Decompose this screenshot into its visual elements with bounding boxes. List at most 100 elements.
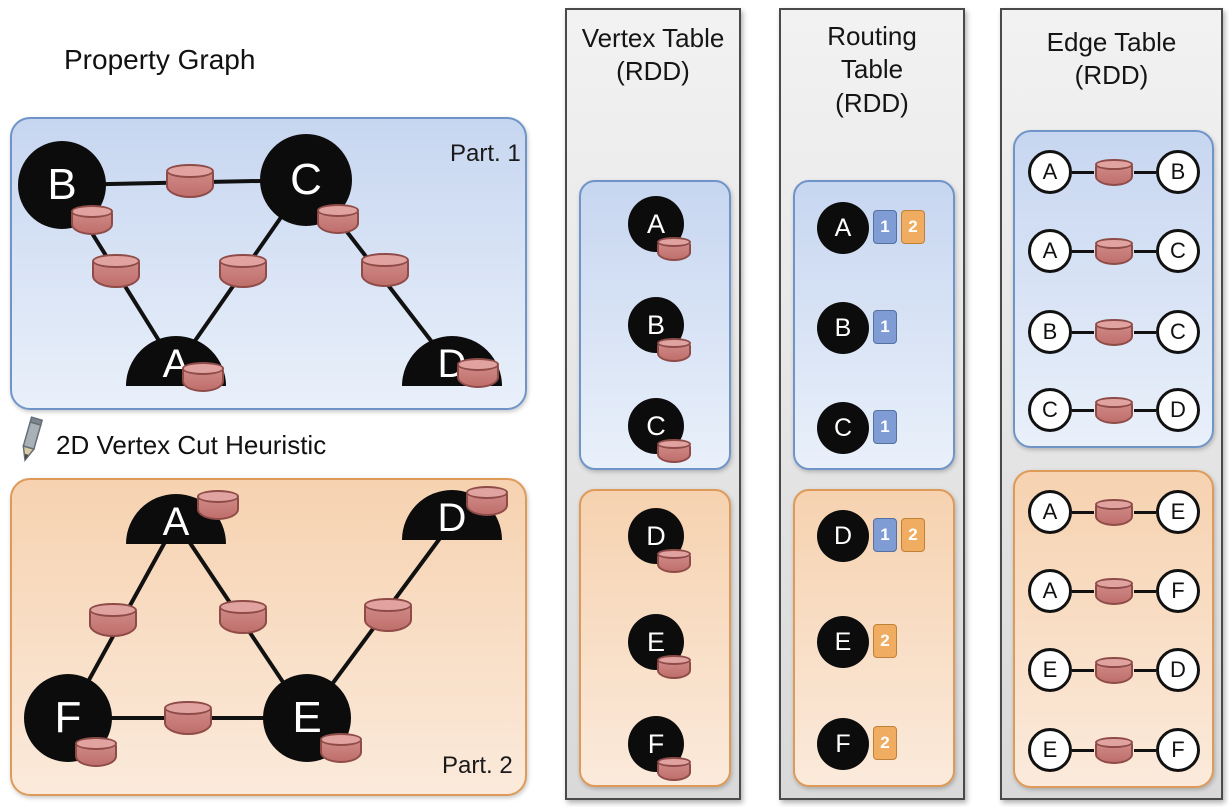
- routing-partition-badge: 1: [873, 310, 897, 344]
- edge-dst-vertex: C: [1156, 229, 1200, 273]
- vertex-table-column: Vertex Table (RDD) A B C D E F: [565, 8, 741, 800]
- routing-partition-badge: 1: [873, 410, 897, 444]
- edge-property-cylinder: [1095, 237, 1133, 265]
- vertex-table-title: Vertex Table (RDD): [581, 23, 725, 87]
- edge-line: [1134, 589, 1156, 593]
- pencil-icon: [22, 416, 44, 462]
- edge-line: [1072, 170, 1094, 174]
- edge-property-cylinder: [89, 603, 137, 638]
- partition-2-label: Part. 2: [442, 752, 513, 779]
- edge-row: A C: [1028, 229, 1200, 273]
- edge-table-column: Edge Table (RDD) A B A C B C C: [1000, 8, 1223, 800]
- edge-row: A E: [1028, 490, 1200, 534]
- edge-property-cylinder: [219, 254, 267, 289]
- edge-line: [1072, 330, 1094, 334]
- vertex-property-cylinder: [317, 204, 359, 234]
- edge-property-cylinder: [1095, 158, 1133, 186]
- vertex-property-cylinder: [182, 362, 224, 392]
- vertex-property-cylinder: [657, 549, 691, 573]
- edge-property-cylinder: [164, 701, 212, 736]
- graph-vertex-e: E: [263, 674, 351, 762]
- property-graph-title: Property Graph: [64, 44, 256, 75]
- edge-dst-vertex: C: [1156, 310, 1200, 354]
- routing-vertex: D: [817, 510, 869, 562]
- edge-dst-vertex: F: [1156, 728, 1200, 772]
- edge-line: [1072, 249, 1094, 253]
- edge-line: [1072, 748, 1094, 752]
- edge-line: [1134, 408, 1156, 412]
- edge-line: [1134, 668, 1156, 672]
- edge-property-cylinder: [1095, 318, 1133, 346]
- edge-row: E D: [1028, 648, 1200, 692]
- edge-line: [1072, 589, 1094, 593]
- routing-partition-badge: 2: [873, 726, 897, 760]
- routing-partition-badge: 2: [901, 518, 925, 552]
- routing-table-title: Routing Table (RDD): [827, 21, 917, 118]
- edge-property-cylinder: [1095, 656, 1133, 684]
- edge-property-cylinder: [1095, 736, 1133, 764]
- edge-src-vertex: A: [1028, 569, 1072, 613]
- cut-heuristic-label: 2D Vertex Cut Heuristic: [56, 430, 327, 460]
- edge-dst-vertex: F: [1156, 569, 1200, 613]
- routing-partition-badge: 2: [873, 624, 897, 658]
- vertex-property-cylinder: [657, 757, 691, 781]
- edge-line: [1134, 748, 1156, 752]
- edge-property-cylinder: [166, 164, 214, 199]
- edge-property-cylinder: [219, 600, 267, 635]
- edge-row: E F: [1028, 728, 1200, 772]
- vertex-property-cylinder: [657, 439, 691, 463]
- vertex-property-cylinder: [657, 338, 691, 362]
- edge-src-vertex: A: [1028, 490, 1072, 534]
- edge-src-vertex: E: [1028, 728, 1072, 772]
- edge-src-vertex: B: [1028, 310, 1072, 354]
- edge-row: C D: [1028, 388, 1200, 432]
- edge-src-vertex: A: [1028, 150, 1072, 194]
- edge-property-cylinder: [361, 253, 409, 288]
- edge-src-vertex: A: [1028, 229, 1072, 273]
- edge-property-cylinder: [1095, 577, 1133, 605]
- vertex-table-vertex: B: [628, 297, 684, 353]
- edge-property-cylinder: [92, 254, 140, 289]
- edge-dst-vertex: E: [1156, 490, 1200, 534]
- edge-row: A F: [1028, 569, 1200, 613]
- partition-1-label: Part. 1: [450, 140, 521, 167]
- routing-vertex: B: [817, 302, 869, 354]
- vertex-property-cylinder: [657, 237, 691, 261]
- edge-line: [1072, 668, 1094, 672]
- edge-property-cylinder: [364, 598, 412, 633]
- edge-src-vertex: C: [1028, 388, 1072, 432]
- edge-line: [1072, 510, 1094, 514]
- routing-table-column: Routing Table (RDD) A 1 2 B 1 C 1 D 1 2 …: [779, 8, 965, 800]
- vertex-table-vertex: A: [628, 196, 684, 252]
- vertex-table-vertex: E: [628, 614, 684, 670]
- edge-row: A B: [1028, 150, 1200, 194]
- edge-line: [1134, 330, 1156, 334]
- edge-dst-vertex: B: [1156, 150, 1200, 194]
- edge-line: [1072, 408, 1094, 412]
- routing-vertex: E: [817, 616, 869, 668]
- vertex-property-cylinder: [320, 733, 362, 763]
- vertex-property-cylinder: [197, 490, 239, 520]
- edge-property-cylinder: [1095, 396, 1133, 424]
- edge-line: [1134, 249, 1156, 253]
- vertex-property-cylinder: [466, 486, 508, 516]
- edge-line: [1134, 170, 1156, 174]
- vertex-property-cylinder: [657, 655, 691, 679]
- vertex-property-cylinder: [457, 358, 499, 388]
- edge-dst-vertex: D: [1156, 648, 1200, 692]
- routing-vertex: A: [817, 202, 869, 254]
- edge-property-cylinder: [1095, 498, 1133, 526]
- edge-row: B C: [1028, 310, 1200, 354]
- routing-vertex: C: [817, 402, 869, 454]
- vertex-property-cylinder: [71, 205, 113, 235]
- edge-table-title: Edge Table (RDD): [1046, 27, 1177, 91]
- routing-partition-badge: 1: [873, 210, 897, 244]
- routing-vertex: F: [817, 718, 869, 770]
- vertex-table-vertex: C: [628, 398, 684, 454]
- edge-dst-vertex: D: [1156, 388, 1200, 432]
- routing-partition-badge: 2: [901, 210, 925, 244]
- vertex-property-cylinder: [75, 737, 117, 767]
- edge-src-vertex: E: [1028, 648, 1072, 692]
- edge-line: [1134, 510, 1156, 514]
